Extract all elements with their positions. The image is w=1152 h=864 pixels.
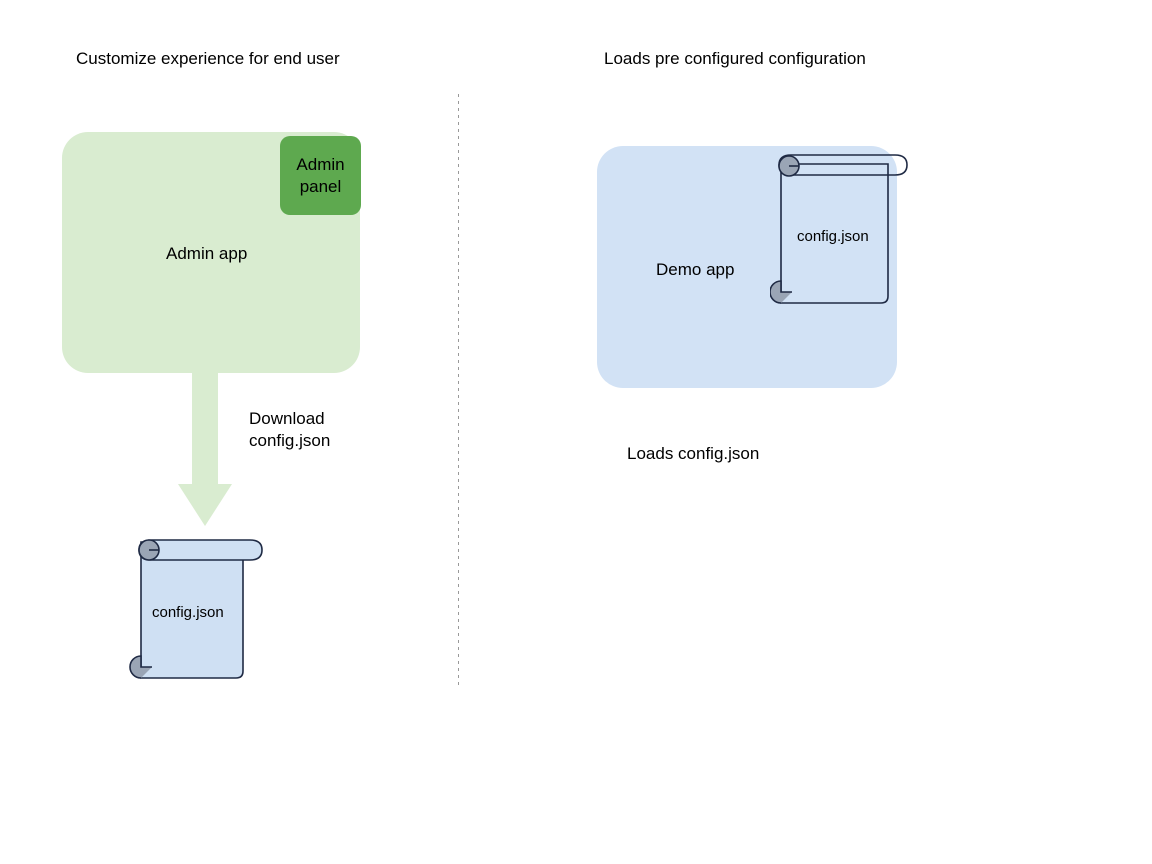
loads-config-caption: Loads config.json	[627, 444, 760, 463]
config-json-document-right[interactable]	[770, 150, 918, 312]
right-panel-title: Loads pre configured configuration	[604, 49, 866, 68]
admin-panel-label: Admin panel	[296, 154, 345, 196]
download-arrow-icon	[178, 370, 232, 526]
config-json-label-left: config.json	[152, 604, 224, 621]
config-json-document-left[interactable]	[120, 528, 270, 690]
vertical-dotted-divider	[458, 94, 459, 686]
demo-app-box	[597, 146, 897, 388]
left-panel-title: Customize experience for end user	[76, 49, 340, 68]
admin-app-label: Admin app	[166, 244, 248, 263]
admin-panel-box[interactable]: Admin panel	[280, 136, 361, 215]
demo-app-label: Demo app	[656, 260, 735, 279]
config-json-label-right: config.json	[797, 228, 869, 245]
download-arrow-caption: Download config.json	[249, 409, 331, 450]
